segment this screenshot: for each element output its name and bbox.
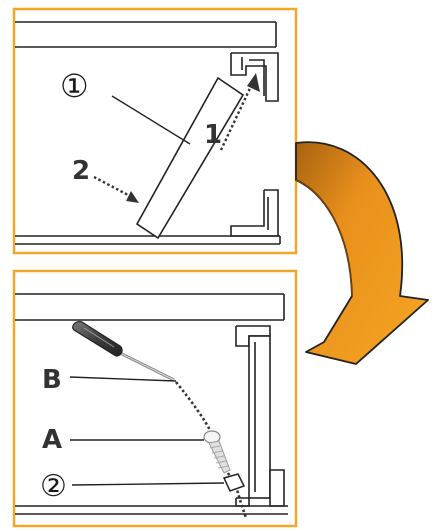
part-2-leader: [71, 482, 225, 486]
step-1-arrowhead: [247, 73, 260, 92]
part-1-label: ①: [60, 67, 89, 105]
step-2-arrowhead: [126, 191, 139, 203]
step-1-dotted-path: [219, 83, 254, 151]
cabinet-top-board-2: [15, 293, 285, 321]
connector-block: [222, 473, 246, 492]
step-one-panel: ① 1 2: [12, 7, 298, 255]
screw: [203, 430, 231, 474]
tool-b-leader: [69, 376, 177, 382]
transition-arrow-edge: [295, 179, 353, 297]
tool-dotted-path: [174, 381, 214, 435]
installed-shelf-panel: [248, 335, 271, 499]
screwdriver: [72, 321, 175, 382]
cabinet-bottom-board: [15, 235, 281, 245]
step-1-label: 1: [204, 120, 222, 150]
transition-arrow-body: [295, 141, 429, 365]
step-2-label: 2: [72, 156, 90, 186]
upper-bracket: [230, 52, 279, 102]
step-two-panel: B A ②: [12, 269, 298, 528]
tilted-shelf-panel: [135, 76, 245, 240]
part-1-leader: [111, 95, 191, 145]
step-2-dotted-path: [93, 175, 131, 198]
transition-arrow: [295, 141, 429, 365]
screw-a-label: A: [42, 425, 62, 455]
screwdriver-handle: [72, 321, 123, 357]
part-2-label: ②: [40, 469, 67, 504]
cabinet-top-board: [15, 21, 277, 48]
tool-b-label: B: [42, 365, 62, 395]
